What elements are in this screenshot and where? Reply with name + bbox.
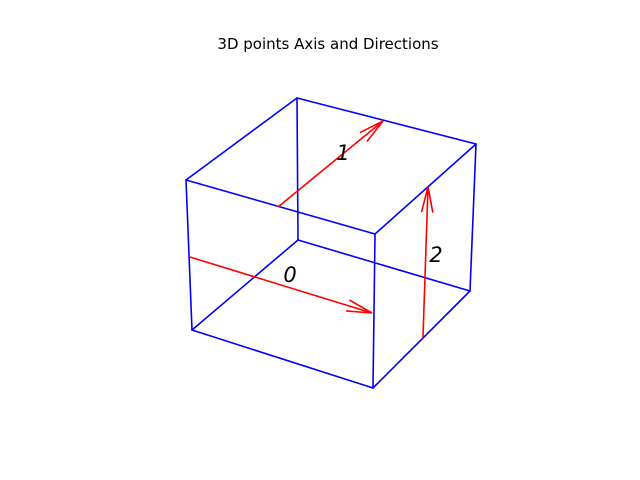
- box-edge-bfr-bfl: [297, 239, 471, 292]
- axis-arrow-1: [277, 120, 384, 208]
- figure-title: 3D points Axis and Directions: [217, 35, 438, 53]
- box-edge-tbr-tfr: [374, 143, 477, 235]
- axis-arrow-2: [420, 186, 434, 338]
- axis-arrow-0-shaft: [189, 256, 373, 314]
- axis-label-1: 1: [336, 141, 349, 165]
- box-edge-bbl-bbr: [191, 329, 374, 389]
- box-edge-tfl-tbl: [185, 97, 298, 181]
- box-edge-bfl-bbl: [191, 239, 299, 331]
- axis-label-0: 0: [283, 263, 296, 287]
- axis-label-2: 2: [429, 243, 442, 267]
- box-edge-tfr-tfl: [296, 97, 477, 145]
- box-edge-tbl-bbl: [185, 179, 193, 331]
- box-edge-tfl-bfl: [296, 97, 299, 241]
- box-edge-tfr-bfr: [469, 143, 477, 292]
- axis-arrow-2-head: [420, 186, 434, 213]
- direction-arrows: [189, 120, 434, 338]
- box-edge-tbr-bbr: [372, 233, 376, 389]
- axis-arrow-1-shaft: [277, 120, 384, 208]
- axis-arrow-2-shaft: [422, 186, 429, 338]
- box-wireframe: [185, 97, 477, 389]
- axis-arrow-1-head: [359, 120, 384, 142]
- box-edge-tbl-tbr: [185, 179, 376, 235]
- box-edge-bbr-bfr: [372, 290, 471, 389]
- axis-arrow-0: [189, 256, 373, 314]
- axis-arrow-0-head: [346, 299, 373, 314]
